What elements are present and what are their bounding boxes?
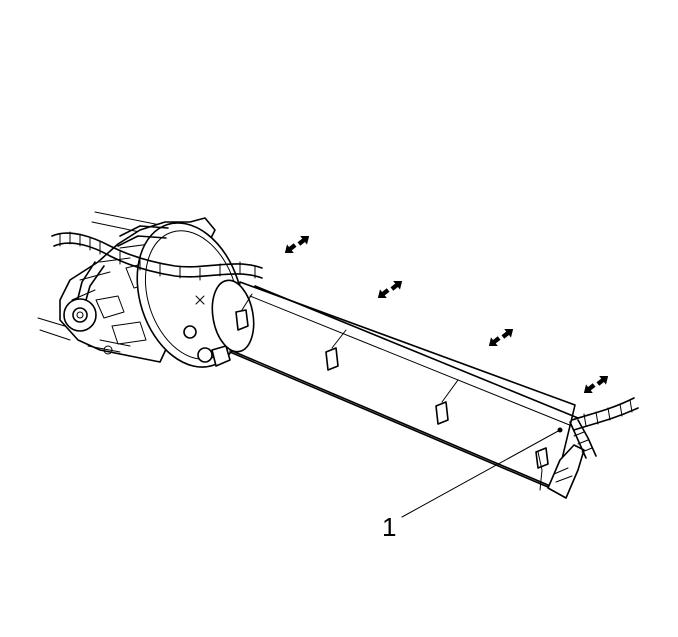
arrow-down-left-icon bbox=[284, 243, 297, 254]
arrow-up-right-icon bbox=[297, 235, 310, 246]
double-arrow-icon bbox=[488, 328, 514, 347]
harness-clips bbox=[235, 293, 549, 469]
callout-leader-dot bbox=[557, 427, 563, 433]
frame-rails bbox=[37, 211, 186, 341]
double-arrow-icon bbox=[284, 235, 310, 254]
arrow-down-left-icon bbox=[377, 288, 390, 299]
arrow-down-left-icon bbox=[488, 336, 501, 347]
rear-axle-end bbox=[537, 444, 585, 499]
arrow-up-right-icon bbox=[501, 328, 514, 339]
driveshaft-tube bbox=[211, 279, 579, 491]
double-arrow-icon bbox=[377, 280, 403, 299]
callout-label-1: 1 bbox=[382, 512, 396, 542]
wiring-harness-left bbox=[51, 225, 263, 301]
double-arrow-icon bbox=[583, 375, 609, 394]
arrow-up-right-icon bbox=[596, 375, 609, 386]
arrow-up-right-icon bbox=[390, 280, 403, 291]
movement-arrows bbox=[284, 235, 609, 394]
callout-leader-1 bbox=[401, 429, 561, 518]
arrow-down-left-icon bbox=[583, 383, 596, 394]
wiring-harness-right bbox=[569, 397, 639, 459]
